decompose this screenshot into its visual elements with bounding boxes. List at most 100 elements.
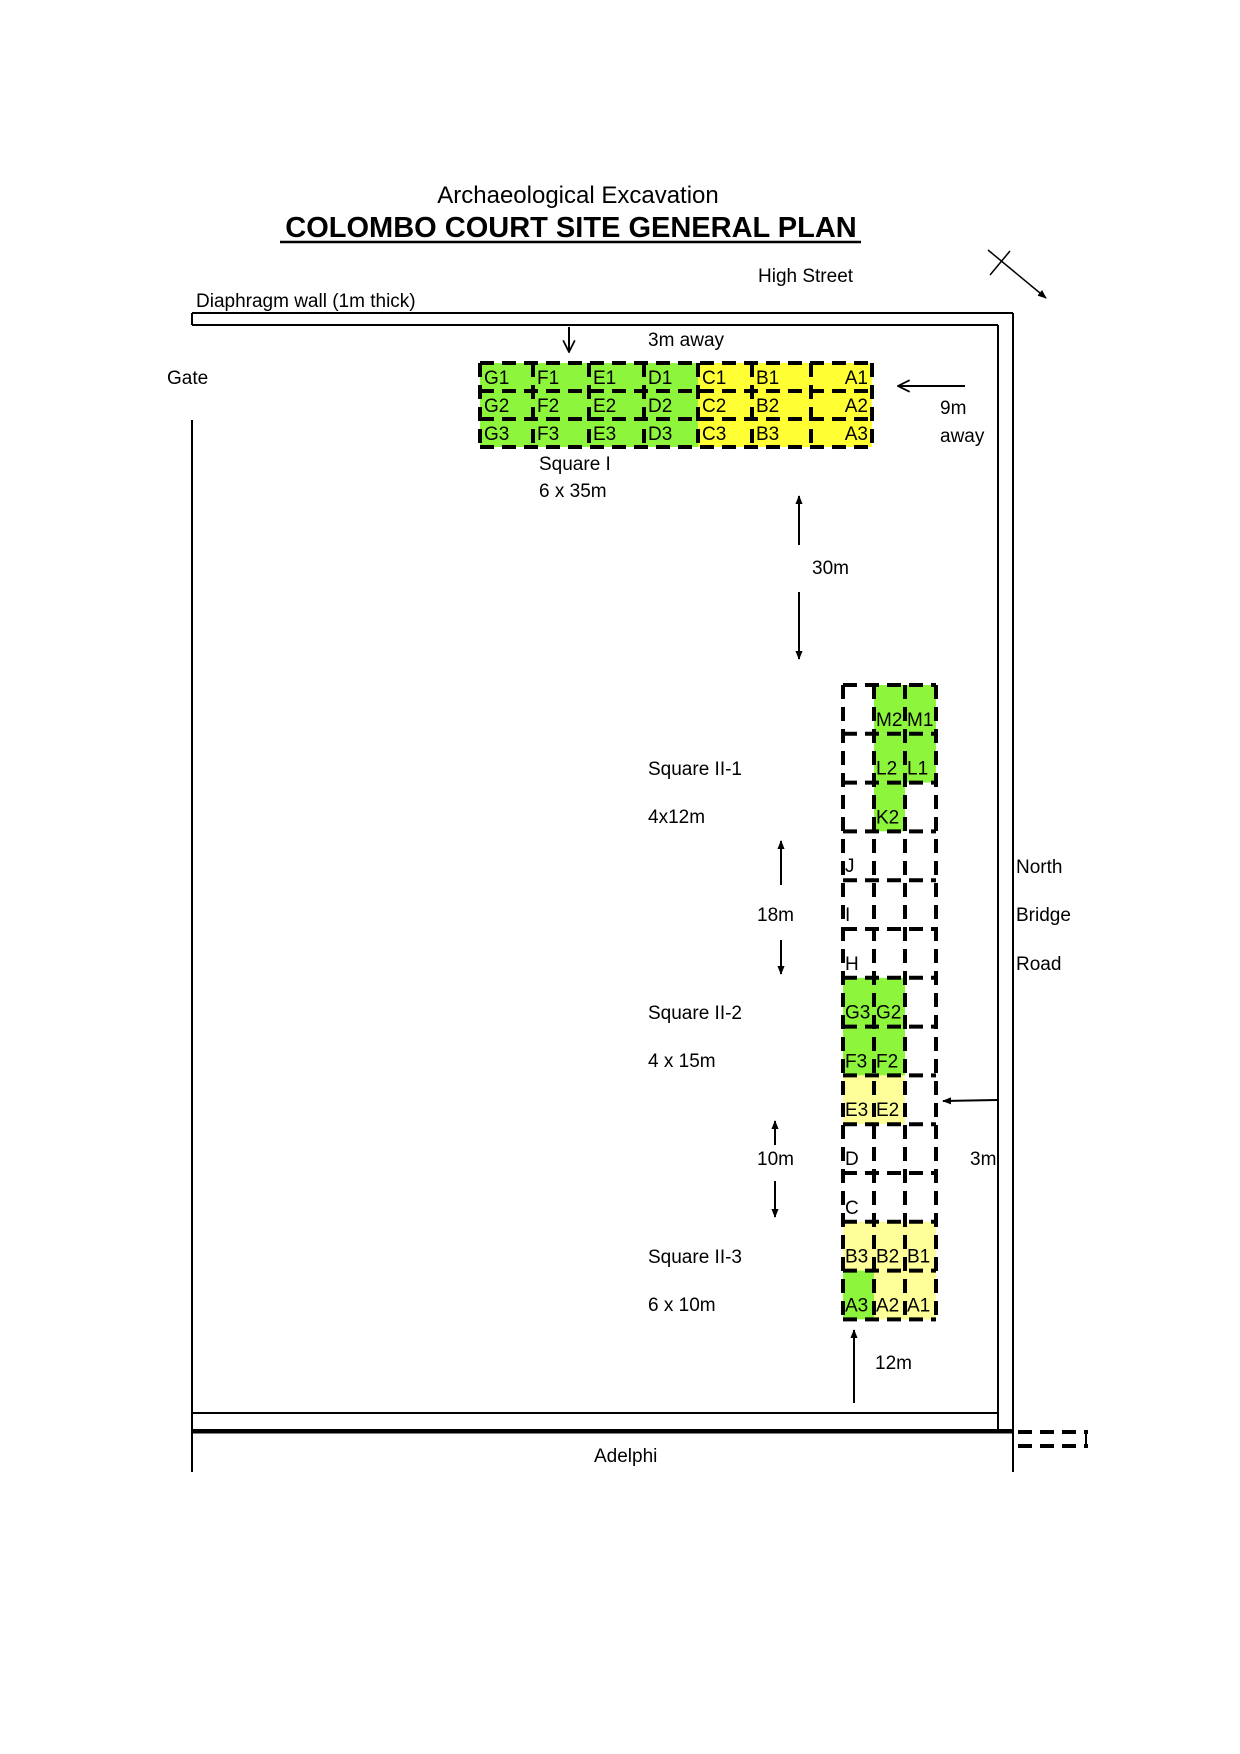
trench-cell bbox=[843, 1173, 874, 1222]
north-arrow-icon bbox=[987, 249, 1047, 299]
square-i-cell-label: B1 bbox=[756, 368, 779, 389]
square-i-cell bbox=[811, 363, 872, 391]
trench-cell bbox=[874, 1075, 905, 1125]
trench-cell-label: L2 bbox=[876, 759, 897, 780]
trench-cell bbox=[843, 977, 874, 1027]
bridge-label: Bridge bbox=[1016, 905, 1071, 926]
square-i-cell bbox=[533, 363, 589, 391]
square-i-name: Square I bbox=[539, 454, 611, 475]
trench-cell-label: C bbox=[845, 1198, 859, 1219]
trench-cell bbox=[905, 977, 936, 1027]
square-ii3-name: Square II-3 bbox=[648, 1247, 742, 1268]
high-street-label: High Street bbox=[758, 266, 854, 287]
square-i-cell-label: G2 bbox=[484, 396, 509, 417]
road-label: Road bbox=[1016, 954, 1061, 975]
square-ii1-name: Square II-1 bbox=[648, 759, 742, 780]
trench-cell bbox=[905, 880, 936, 929]
dist-3m-label: 3m bbox=[970, 1149, 996, 1170]
square-ii3-size: 6 x 10m bbox=[648, 1295, 716, 1316]
square-i-cell bbox=[644, 391, 698, 419]
site-boundary bbox=[191, 312, 1014, 1472]
square-i-cell bbox=[698, 419, 752, 447]
trench-cell bbox=[874, 733, 905, 783]
square-i-cell-label: E2 bbox=[593, 396, 616, 417]
trench-cell bbox=[874, 929, 905, 978]
square-i-cell bbox=[752, 419, 811, 447]
north-label: North bbox=[1016, 857, 1062, 878]
trench-cell-label: H bbox=[845, 954, 859, 975]
trench-cell bbox=[874, 1026, 905, 1076]
title-line-1: Archaeological Excavation bbox=[437, 182, 719, 209]
trench-cell-label: E3 bbox=[845, 1100, 868, 1121]
square-i-size: 6 x 35m bbox=[539, 481, 607, 502]
square-i-cell-label: A3 bbox=[845, 424, 868, 445]
trench-cell bbox=[874, 1221, 905, 1271]
trench-cell bbox=[905, 831, 936, 881]
trench-cell bbox=[843, 1221, 874, 1271]
trench-cell bbox=[874, 782, 905, 832]
square-i-cell bbox=[589, 391, 644, 419]
dist-30m-label: 30m bbox=[812, 558, 849, 579]
square-i-cell-label: G3 bbox=[484, 424, 509, 445]
square-i-cell-label: F2 bbox=[537, 396, 559, 417]
arrow-3m bbox=[942, 1097, 998, 1105]
adelphi-label: Adelphi bbox=[594, 1446, 657, 1467]
trench-cell bbox=[905, 929, 936, 978]
square-i-cell bbox=[698, 363, 752, 391]
square-i-cell-label: D3 bbox=[648, 424, 672, 445]
trench-cell bbox=[905, 1075, 936, 1125]
trench-cell-label: G2 bbox=[876, 1003, 901, 1024]
trench-cell-label: F3 bbox=[845, 1051, 867, 1072]
away-3m-label: 3m away bbox=[648, 330, 725, 351]
square-i-cell-label: C3 bbox=[702, 424, 726, 445]
square-i-cell-label: F3 bbox=[537, 424, 559, 445]
trench-cell bbox=[905, 1026, 936, 1076]
square-i-cell bbox=[533, 391, 589, 419]
trench-cell bbox=[874, 831, 905, 881]
square-i-cell-label: B2 bbox=[756, 396, 779, 417]
square-i-cell bbox=[811, 419, 872, 447]
side-drain bbox=[1018, 1430, 1088, 1448]
square-i-cell-label: E1 bbox=[593, 368, 616, 389]
gate-label: Gate bbox=[167, 368, 208, 389]
dist-10m-label: 10m bbox=[757, 1149, 794, 1170]
trench-cell-label: G3 bbox=[845, 1003, 870, 1024]
square-i-cell bbox=[533, 419, 589, 447]
trench-cell bbox=[843, 1075, 874, 1125]
trench-cell bbox=[843, 782, 874, 832]
square-i-cell-label: C1 bbox=[702, 368, 726, 389]
square-i-cell-label: C2 bbox=[702, 396, 726, 417]
away-9m-label-2: away bbox=[940, 426, 985, 447]
square-i-cell bbox=[698, 391, 752, 419]
trench-cell bbox=[843, 1026, 874, 1076]
trench-cell bbox=[874, 880, 905, 929]
trench-cell bbox=[905, 1221, 936, 1271]
trench-cell bbox=[874, 1173, 905, 1222]
trench-cell-label: E2 bbox=[876, 1100, 899, 1121]
dist-18m-label: 18m bbox=[757, 905, 794, 926]
trench-cell-label: M1 bbox=[907, 710, 933, 731]
trench-cell bbox=[874, 977, 905, 1027]
square-i-cell bbox=[589, 419, 644, 447]
square-i-cell-label: A1 bbox=[845, 368, 868, 389]
away-9m-label-1: 9m bbox=[940, 398, 966, 419]
square-ii2-name: Square II-2 bbox=[648, 1003, 742, 1024]
trench-cell bbox=[905, 1270, 936, 1320]
square-i-cell-label: D1 bbox=[648, 368, 672, 389]
square-i-cell-label: A2 bbox=[845, 396, 868, 417]
trench-cell-label: M2 bbox=[876, 710, 902, 731]
trench-cell-label: A2 bbox=[876, 1295, 899, 1316]
trench-cell-label: B3 bbox=[845, 1247, 868, 1268]
trench-cell bbox=[843, 880, 874, 929]
square-i-cell-label: E3 bbox=[593, 424, 616, 445]
trench-cell bbox=[874, 1124, 905, 1173]
trench-cell bbox=[905, 782, 936, 832]
trench-cell bbox=[905, 1173, 936, 1222]
trench-cell bbox=[843, 685, 874, 734]
square-i-cell bbox=[644, 363, 698, 391]
page-title: COLOMBO COURT SITE GENERAL PLAN bbox=[285, 212, 856, 244]
square-i-cell bbox=[752, 391, 811, 419]
